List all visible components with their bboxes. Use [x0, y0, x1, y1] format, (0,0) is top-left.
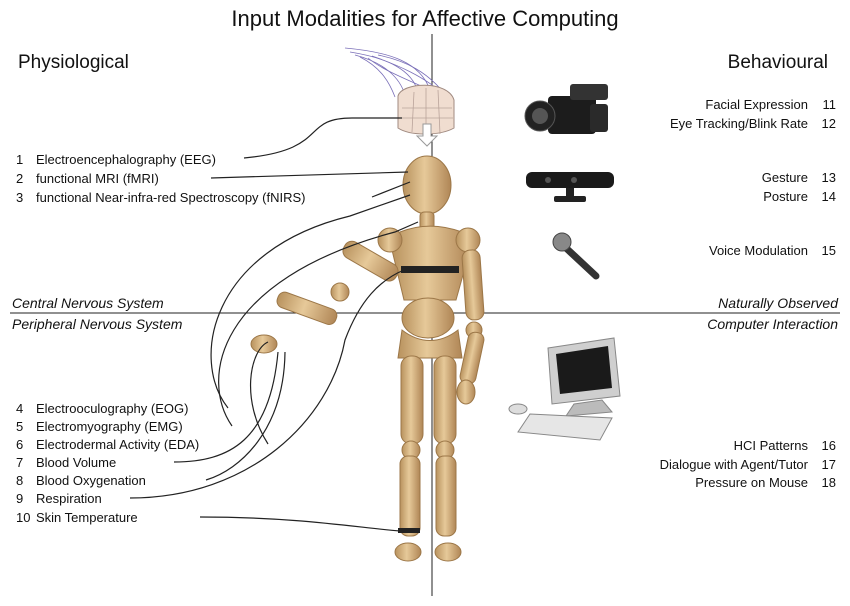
- list-item: Voice Modulation 15: [709, 243, 836, 259]
- list-item: 10 Skin Temperature: [16, 510, 138, 526]
- item-number: 17: [821, 457, 836, 472]
- item-number: 14: [821, 189, 836, 204]
- list-item: 3 functional Near-infra-red Spectroscopy …: [16, 190, 306, 206]
- item-label: Electroencephalography (EEG): [36, 152, 216, 167]
- list-item: 1 Electroencephalography (EEG): [16, 152, 216, 168]
- microphone-icon: [552, 232, 600, 280]
- list-item: 8 Blood Oxygenation: [16, 473, 146, 489]
- physiological-heading: Physiological: [18, 52, 129, 73]
- list-item: Posture 14: [763, 189, 836, 205]
- behavioural-heading: Behavioural: [727, 52, 828, 73]
- region-peripheral-nervous-system: Peripheral Nervous System: [12, 316, 183, 332]
- item-number: 15: [821, 243, 836, 258]
- item-label: functional Near-infra-red Spectroscopy (…: [36, 190, 306, 205]
- diagram-title: Input Modalities for Affective Computing: [231, 6, 619, 31]
- item-label: Respiration: [36, 491, 102, 506]
- item-label: Electrooculography (EOG): [36, 401, 189, 416]
- wooden-mannequin-figure: [250, 155, 485, 562]
- item-label: Posture: [763, 189, 808, 204]
- list-item: 4 Electrooculography (EOG): [16, 401, 188, 417]
- item-number: 10: [16, 510, 31, 525]
- list-item: 7 Blood Volume: [16, 455, 116, 471]
- list-item: Dialogue with Agent/Tutor 17: [660, 457, 836, 473]
- ankle-sensor: [398, 528, 420, 533]
- list-item: 6 Electrodermal Activity (EDA): [16, 437, 199, 453]
- list-item: Pressure on Mouse 18: [695, 475, 836, 491]
- list-item: HCI Patterns 16: [734, 438, 836, 454]
- item-number: 8: [16, 473, 24, 488]
- item-number: 16: [821, 438, 836, 453]
- eeg-cap-icon: [344, 47, 455, 147]
- item-label: Electrodermal Activity (EDA): [36, 437, 200, 452]
- region-computer-interaction: Computer Interaction: [707, 316, 838, 332]
- item-label: Pressure on Mouse: [695, 475, 808, 490]
- list-item: Gesture 13: [762, 170, 836, 186]
- item-label: functional MRI (fMRI): [36, 171, 159, 186]
- list-item: Facial Expression 11: [705, 97, 836, 113]
- item-label: Voice Modulation: [708, 243, 808, 258]
- item-label: Blood Oxygenation: [36, 473, 146, 488]
- kinect-sensor-icon: [526, 172, 614, 202]
- region-naturally-observed: Naturally Observed: [718, 295, 838, 311]
- item-label: Eye Tracking/Blink Rate: [669, 116, 808, 131]
- list-item: 5 Electromyography (EMG): [16, 419, 183, 435]
- item-number: 5: [16, 419, 24, 434]
- computer-icon: [508, 337, 621, 441]
- connector-lines: [129, 117, 419, 532]
- item-number: 11: [822, 97, 837, 112]
- item-number: 12: [821, 116, 836, 131]
- item-number: 1: [16, 152, 24, 167]
- item-number: 2: [16, 171, 24, 186]
- item-label: Dialogue with Agent/Tutor: [659, 457, 808, 472]
- item-number: 4: [16, 401, 24, 416]
- item-number: 9: [16, 491, 24, 506]
- item-label: HCI Patterns: [733, 438, 808, 453]
- respiration-belt: [401, 266, 459, 273]
- list-item: 9 Respiration: [16, 491, 102, 507]
- item-number: 7: [16, 455, 24, 470]
- list-item: 2 functional MRI (fMRI): [16, 171, 159, 187]
- item-number: 3: [16, 190, 24, 205]
- item-label: Gesture: [761, 170, 808, 185]
- region-central-nervous-system: Central Nervous System: [12, 295, 164, 311]
- item-label: Skin Temperature: [36, 510, 138, 525]
- item-number: 6: [16, 437, 24, 452]
- item-label: Electromyography (EMG): [36, 419, 183, 434]
- item-label: Blood Volume: [36, 455, 117, 470]
- item-number: 13: [821, 170, 836, 185]
- item-number: 18: [821, 475, 836, 490]
- video-camera-icon: [524, 84, 608, 134]
- item-label: Facial Expression: [705, 97, 808, 112]
- list-item: Eye Tracking/Blink Rate 12: [670, 116, 836, 132]
